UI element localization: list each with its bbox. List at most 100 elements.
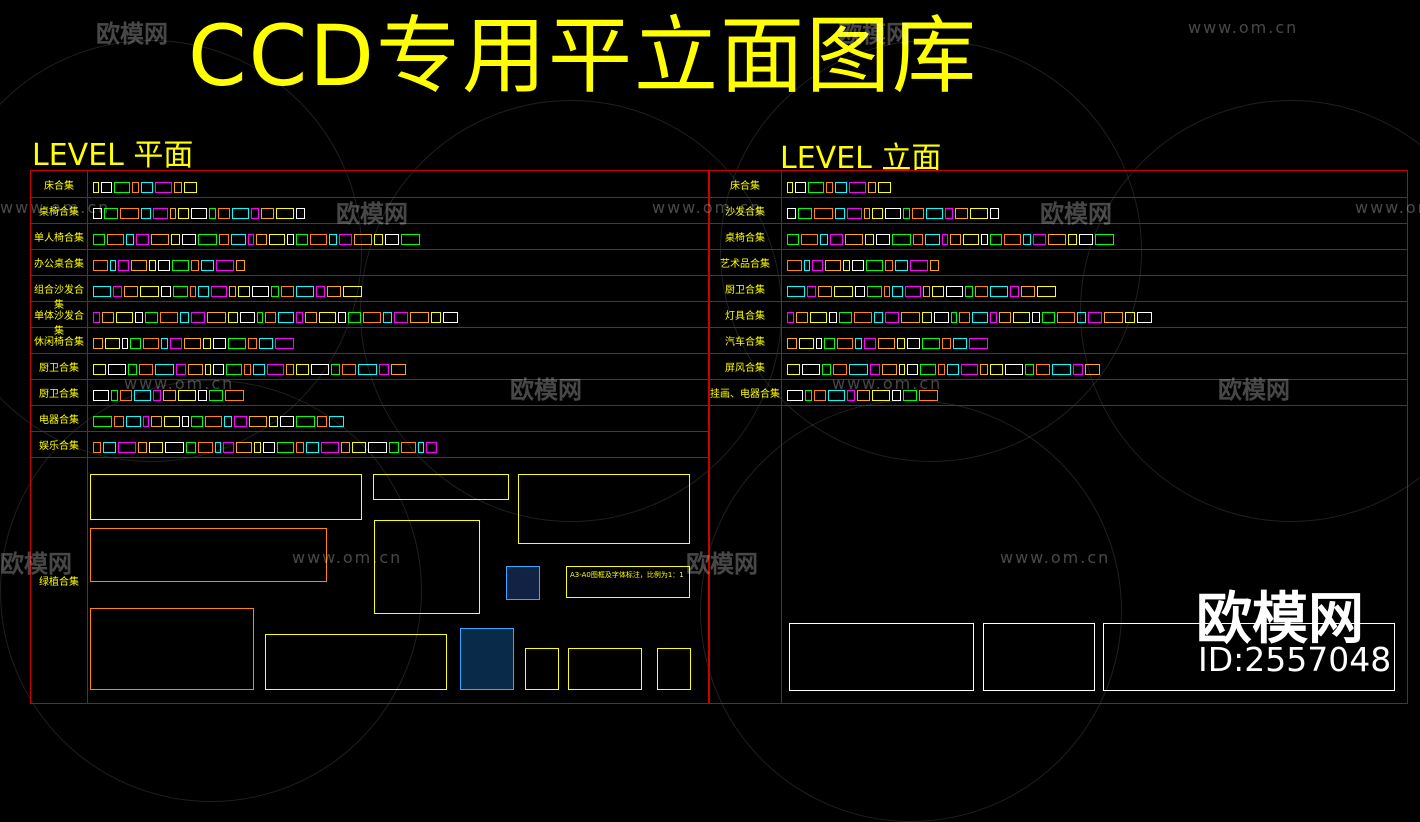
table-row: 厨卫合集 [31,353,709,380]
symbol-block [373,474,509,500]
watermark-brand: 欧模网 [1040,200,1112,228]
symbol-strip [787,359,1102,375]
symbol-strip [93,385,246,401]
symbol-strip [93,307,460,323]
table-row: 单人椅合集 [31,223,709,250]
pattern-block [518,474,690,544]
blue-block [460,628,514,690]
watermark-brand: 欧模网 [1218,376,1290,404]
table-row: 沙发合集 [709,197,1407,224]
row-label[interactable]: 厨卫合集 [39,363,79,374]
table-row: 娱乐合集 [31,431,709,458]
watermark-brand: 欧模网 [0,550,72,578]
row-label[interactable]: 单体沙发合集 [34,311,84,337]
symbol-strip [93,203,307,219]
row-label[interactable]: 电器合集 [39,415,79,426]
row-label[interactable]: 单人椅合集 [34,233,84,244]
annotation-text: A3-A0图框及字体标注，比例为1：1 [570,571,684,579]
row-label[interactable]: 床合集 [730,181,760,192]
row-label[interactable]: 汽车合集 [725,337,765,348]
symbol-strip [787,203,1001,219]
table-row: 绿植合集 [31,457,709,704]
table-row: 单体沙发合集 [31,301,709,337]
watermark-url: www.om.cn [652,198,763,217]
symbol-strip [787,385,940,401]
text-block [374,520,480,614]
table-block [265,634,447,690]
legend-block-orange [90,528,327,582]
symbol-strip [93,255,247,271]
row-label[interactable]: 沙发合集 [725,207,765,218]
symbol-strip [93,359,408,375]
plan-panel: 床合集桌椅合集单人椅合集办公桌合集组合沙发合集单体沙发合集休闲椅合集厨卫合集厨卫… [30,170,710,704]
symbol-strip [93,229,422,245]
table-row: 床合集 [31,171,709,198]
row-label[interactable]: 屏风合集 [725,363,765,374]
table-row: 汽车合集 [709,327,1407,354]
symbol-strip [93,437,439,453]
watermark-brand: 欧模网 [96,20,168,48]
table-row: 桌椅合集 [709,223,1407,250]
watermark-brand: 欧模网 [838,20,910,48]
row-label[interactable]: 休闲椅合集 [34,337,84,348]
symbol-strip [93,177,199,193]
watermark-url: www.om.cn [1188,18,1299,37]
table-row: 厨卫合集 [709,275,1407,302]
row-label[interactable]: 厨卫合集 [39,389,79,400]
symbol-strip [787,229,1116,245]
legend-block-orange-2 [90,608,254,690]
symbol-strip [787,281,1058,297]
watermark-url: www.om.cn [0,198,111,217]
small-block-1 [525,648,559,690]
watermark-id: ID:2557048 [1198,640,1392,679]
watermark-url: www.om.cn [1000,548,1111,567]
table-row: 灯具合集 [709,301,1407,328]
watermark-url: www.om.cn [832,374,943,393]
logo-block [506,566,540,600]
symbol-strip [93,281,364,297]
symbol-strip [787,333,990,349]
symbol-strip [93,411,346,427]
table-row: 床合集 [709,171,1407,198]
row-label[interactable]: 娱乐合集 [39,441,79,452]
greenery-block [90,474,362,520]
row-label[interactable]: 挂画、电器合集 [710,389,780,400]
small-block-2 [568,648,642,690]
watermark-brand-large: 欧模网 [1196,587,1364,652]
table-row: 休闲椅合集 [31,327,709,354]
watermark-brand: 欧模网 [686,550,758,578]
small-block-3 [657,648,691,690]
row-label[interactable]: 灯具合集 [725,311,765,322]
row-label[interactable]: 办公桌合集 [34,259,84,270]
row-label[interactable]: 床合集 [44,181,74,192]
row-label[interactable]: 艺术品合集 [720,259,770,270]
watermark-brand: 欧模网 [510,376,582,404]
table-row: 电器合集 [31,405,709,432]
symbol-strip [787,307,1154,323]
watermark-url: www.om.cn [1355,198,1420,217]
row-label[interactable]: 组合沙发合集 [34,285,84,311]
table-row: 艺术品合集 [709,249,1407,276]
row-label[interactable]: 绿植合集 [39,577,79,588]
watermark-url: www.om.cn [292,548,403,567]
row-label[interactable]: 桌椅合集 [725,233,765,244]
page-title: CCD专用平立面图库 [188,7,978,105]
row-label[interactable]: 厨卫合集 [725,285,765,296]
table-row: 组合沙发合集 [31,275,709,311]
table-row: 挂画、电器合集 [709,379,1407,406]
elevation-color-block [983,623,1095,691]
elevation-panel: 床合集沙发合集桌椅合集艺术品合集厨卫合集灯具合集汽车合集屏风合集挂画、电器合集 [708,170,1408,704]
symbol-strip [787,177,893,193]
watermark-url: www.om.cn [124,374,235,393]
table-row: 办公桌合集 [31,249,709,276]
annotation-block: A3-A0图框及字体标注，比例为1：1 [566,566,690,598]
plan-heading: LEVEL 平面 [32,138,194,173]
elevation-plants-block [789,623,974,691]
table-row: 屏风合集 [709,353,1407,380]
symbol-strip [93,333,296,349]
table-row: 厨卫合集 [31,379,709,406]
row-label[interactable]: 桌椅合集 [39,207,79,218]
watermark-brand: 欧模网 [336,200,408,228]
table-row: 桌椅合集 [31,197,709,224]
elevation-empty-block [1103,623,1395,691]
